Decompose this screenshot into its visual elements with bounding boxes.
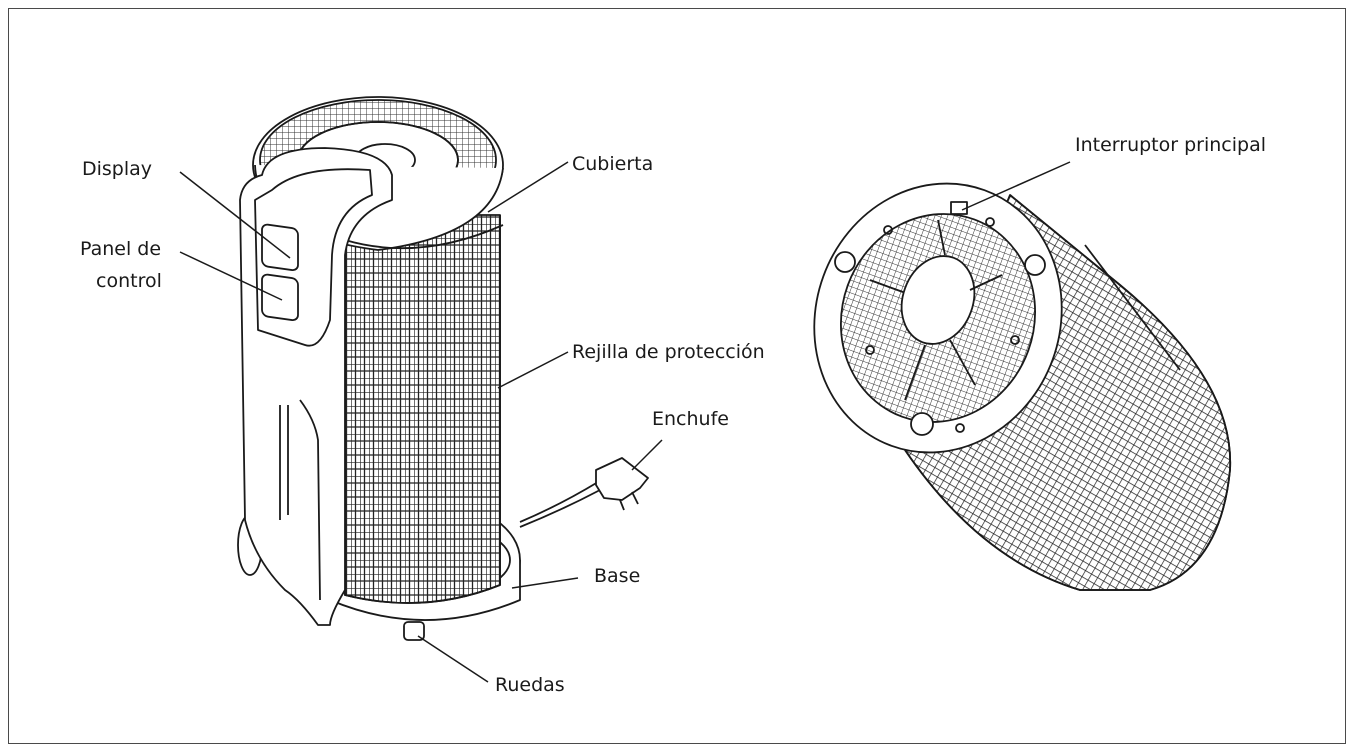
leader-enchufe	[631, 439, 663, 471]
label-cubierta: Cubierta	[572, 153, 654, 175]
label-rejilla: Rejilla de protección	[572, 341, 765, 363]
leader-rejilla	[497, 351, 569, 389]
leader-cubierta	[487, 161, 569, 213]
plug-and-cord	[519, 457, 649, 528]
grille-body	[344, 214, 501, 604]
leader-display	[179, 171, 291, 259]
bottom-plate	[813, 182, 1063, 454]
label-interruptor: Interruptor principal	[1075, 134, 1267, 156]
label-panel-line1: Panel de	[80, 238, 162, 260]
leader-panel	[179, 251, 283, 301]
label-ruedas: Ruedas	[495, 674, 565, 696]
purifier-front-view	[237, 96, 649, 641]
leader-base	[511, 577, 579, 589]
label-enchufe: Enchufe	[652, 408, 729, 430]
leader-interruptor	[961, 161, 1071, 211]
label-panel-line2: control	[96, 270, 162, 292]
label-display: Display	[82, 158, 153, 180]
diagram-frame	[8, 8, 1346, 744]
leader-ruedas	[417, 635, 489, 683]
control-column	[239, 147, 393, 626]
purifier-bottom-view	[813, 182, 1232, 591]
label-base: Base	[594, 565, 641, 587]
leader-lines	[179, 161, 1071, 683]
